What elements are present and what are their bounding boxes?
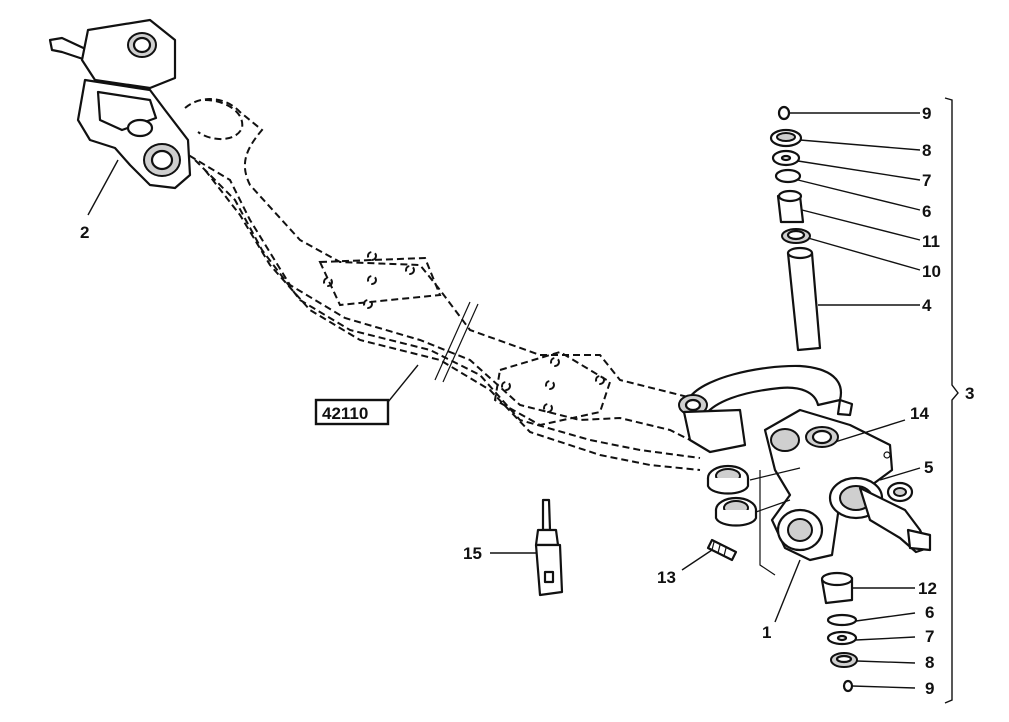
label-part-13: 13 (657, 568, 676, 587)
knuckle-seals (706, 464, 801, 527)
label-part-5: 5 (924, 458, 933, 477)
label-part-3: 3 (965, 384, 974, 403)
label-part-4: 4 (922, 296, 932, 315)
label-part-6-bottom: 6 (925, 603, 934, 622)
stud-and-tool (534, 498, 738, 597)
label-part-8-bottom: 8 (925, 653, 934, 672)
label-part-12: 12 (918, 579, 937, 598)
kingpin-stack-top (769, 105, 822, 352)
steering-arm (678, 364, 854, 454)
label-part-6-top: 6 (922, 202, 931, 221)
bracket-part-3 (944, 97, 959, 704)
label-part-9-bottom: 9 (925, 679, 934, 698)
left-steering-knuckle (48, 18, 192, 190)
label-part-1: 1 (762, 623, 771, 642)
right-steering-knuckle (759, 408, 932, 576)
reference-box-label: 42110 (322, 404, 368, 423)
label-part-7-top: 7 (922, 171, 931, 190)
label-part-7-bottom: 7 (925, 627, 934, 646)
leader-lines (87, 112, 921, 689)
label-part-10: 10 (922, 262, 941, 281)
label-part-2: 2 (80, 223, 89, 242)
kingpin-stack-bottom (820, 571, 858, 693)
label-part-15: 15 (463, 544, 482, 563)
label-part-9-top: 9 (922, 104, 931, 123)
label-part-14: 14 (910, 404, 929, 423)
label-part-11: 11 (922, 232, 940, 251)
axle-beam-phantom (179, 98, 701, 471)
reference-box: 42110 (314, 398, 390, 426)
label-part-8-top: 8 (922, 141, 931, 160)
